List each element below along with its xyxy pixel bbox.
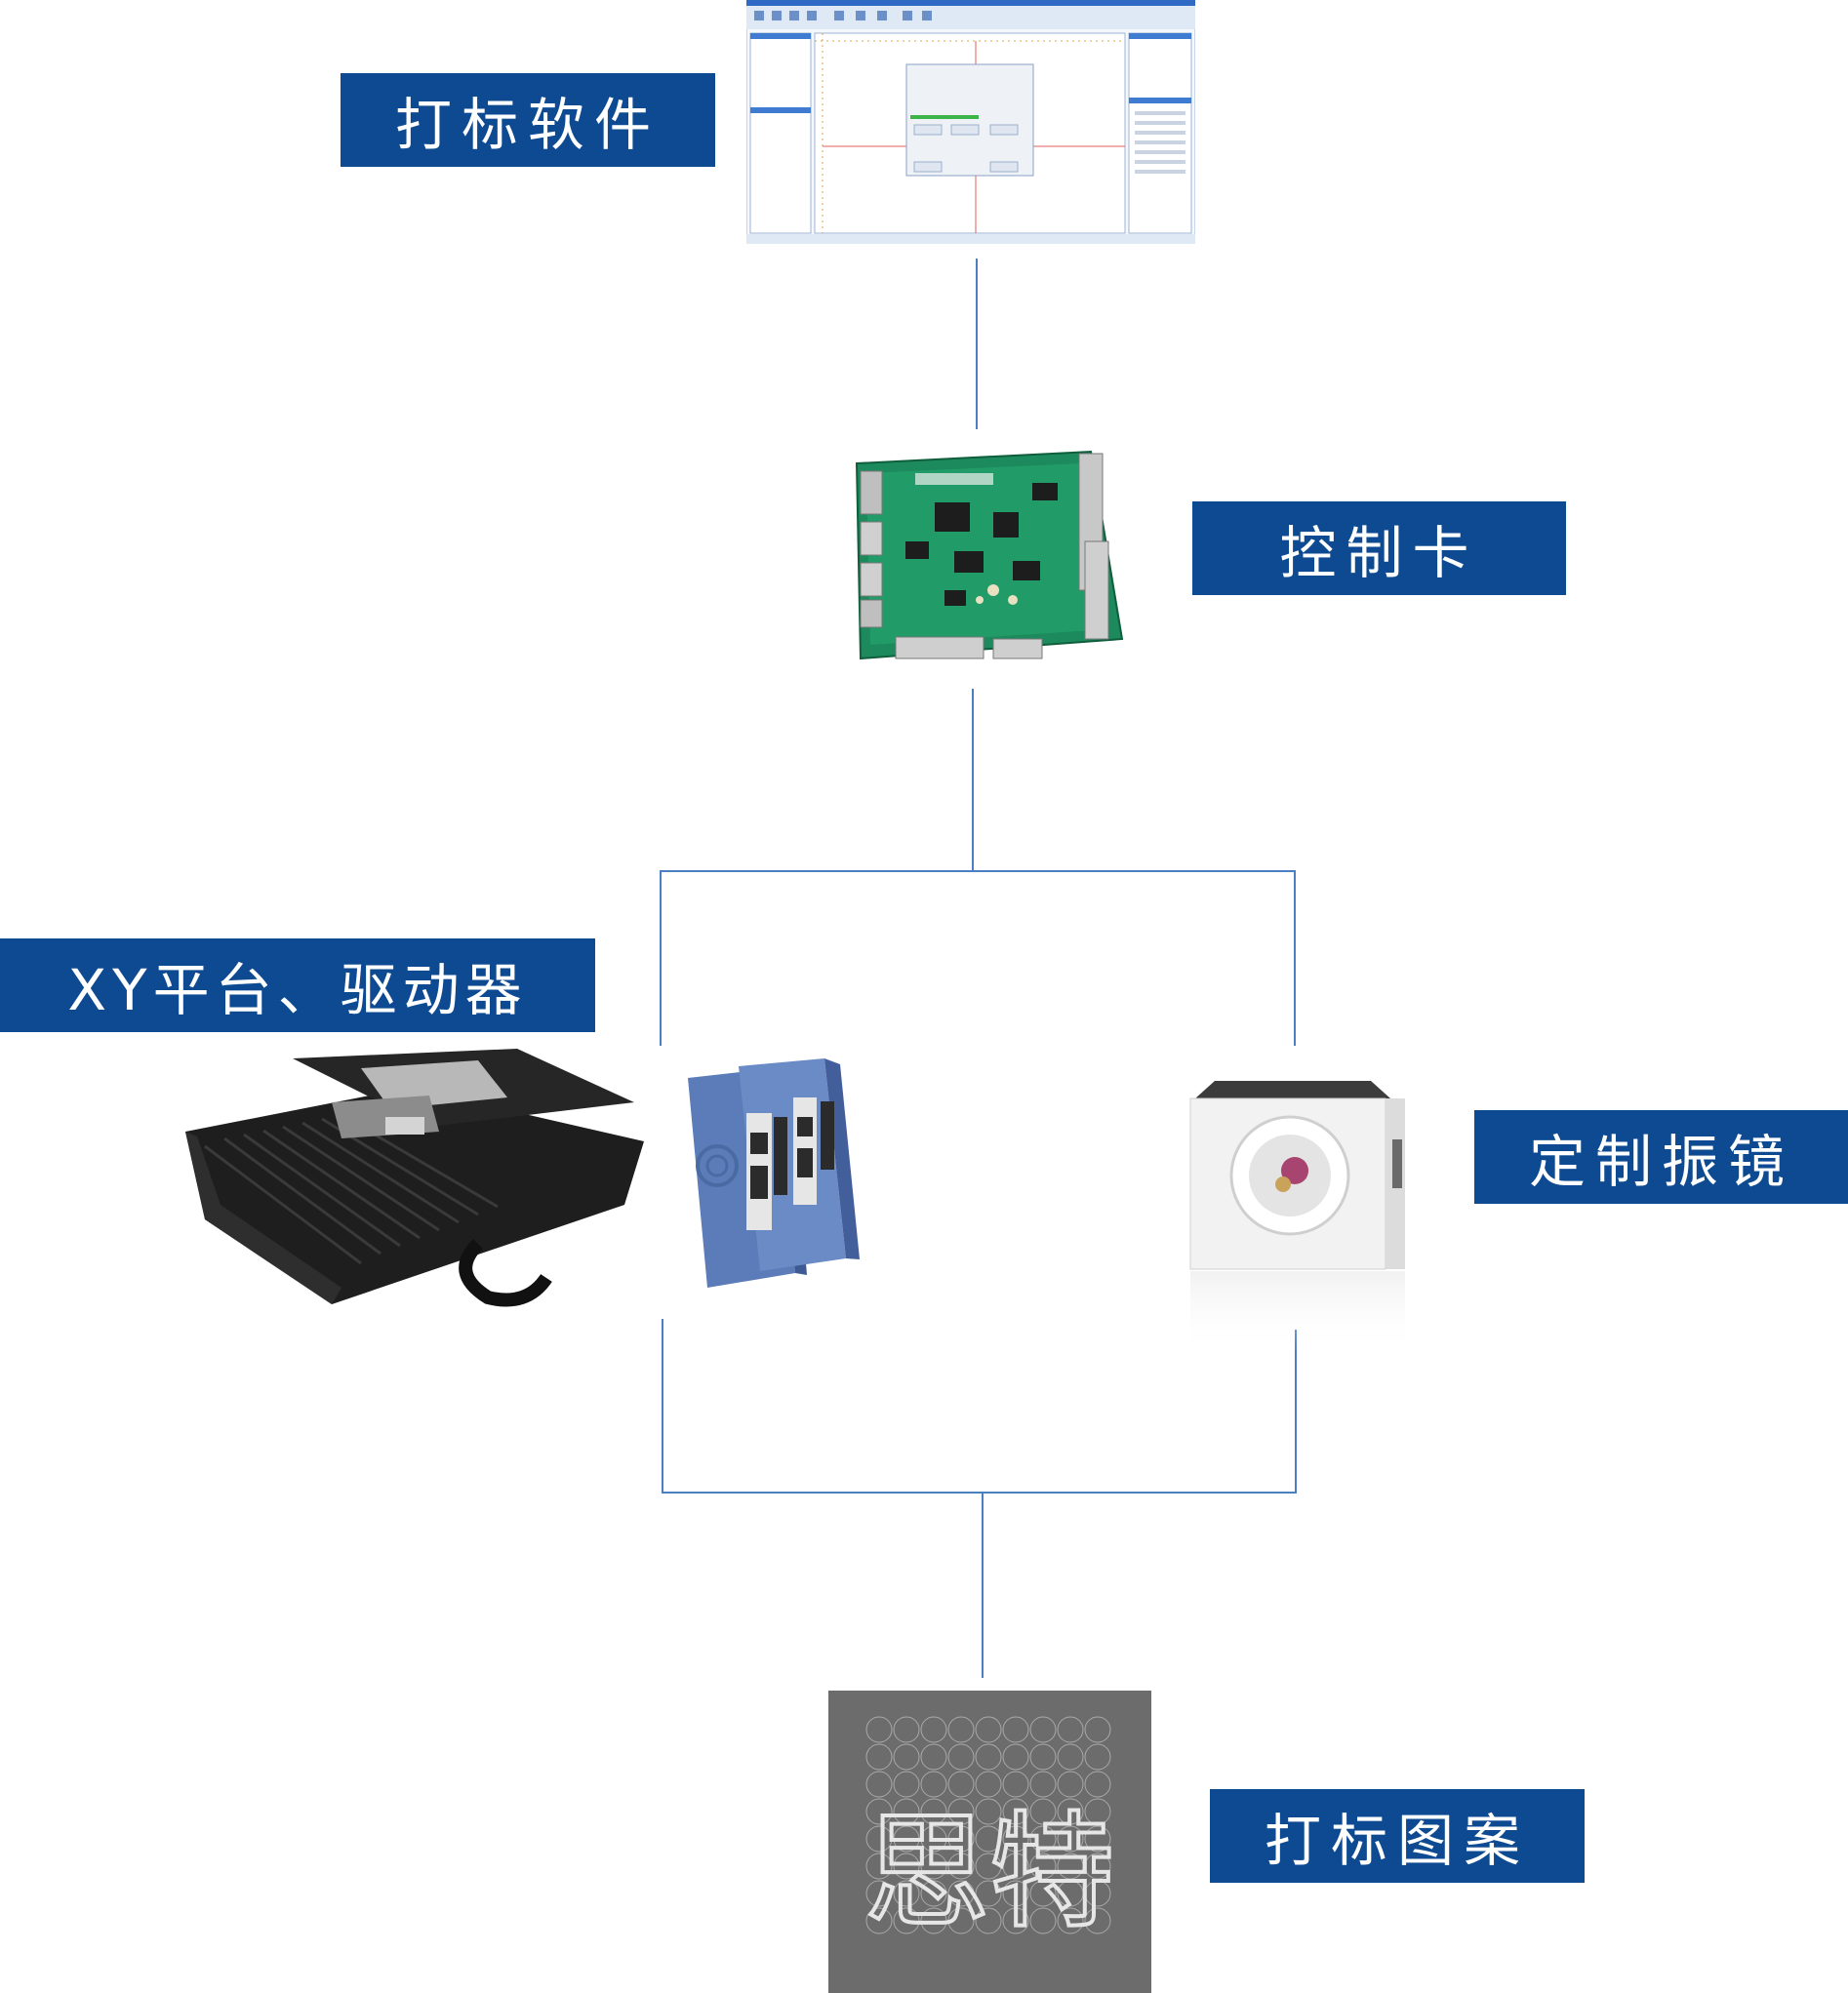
label-xy-platform-driver-text: XY平台、驱动器 <box>67 957 528 1023</box>
label-marking-software: 打标软件 <box>341 73 715 167</box>
label-control-card-text: 控制卡 <box>1279 520 1479 586</box>
pcb-board-icon <box>855 450 1124 660</box>
label-marking-software-text: 打标软件 <box>394 92 661 158</box>
label-marking-pattern: 打标图案 <box>1210 1789 1585 1883</box>
label-custom-galvo-text: 定制振镜 <box>1528 1129 1794 1195</box>
label-custom-galvo: 定制振镜 <box>1474 1110 1848 1204</box>
branch-bottom <box>662 1319 1297 1494</box>
pattern-text: 思特 <box>864 1800 1114 1945</box>
label-xy-platform-driver: XY平台、驱动器 <box>0 938 595 1032</box>
galvo-scanner-icon <box>1189 1081 1405 1354</box>
label-control-card: 控制卡 <box>1192 501 1566 595</box>
label-marking-pattern-text: 打标图案 <box>1264 1808 1530 1874</box>
branch-top <box>660 870 1296 1046</box>
marked-pattern-icon: 思特 <box>828 1691 1151 1993</box>
software-screenshot-icon <box>746 0 1195 244</box>
xy-stage-icon <box>185 1049 644 1307</box>
servo-driver-icon <box>688 1058 860 1288</box>
